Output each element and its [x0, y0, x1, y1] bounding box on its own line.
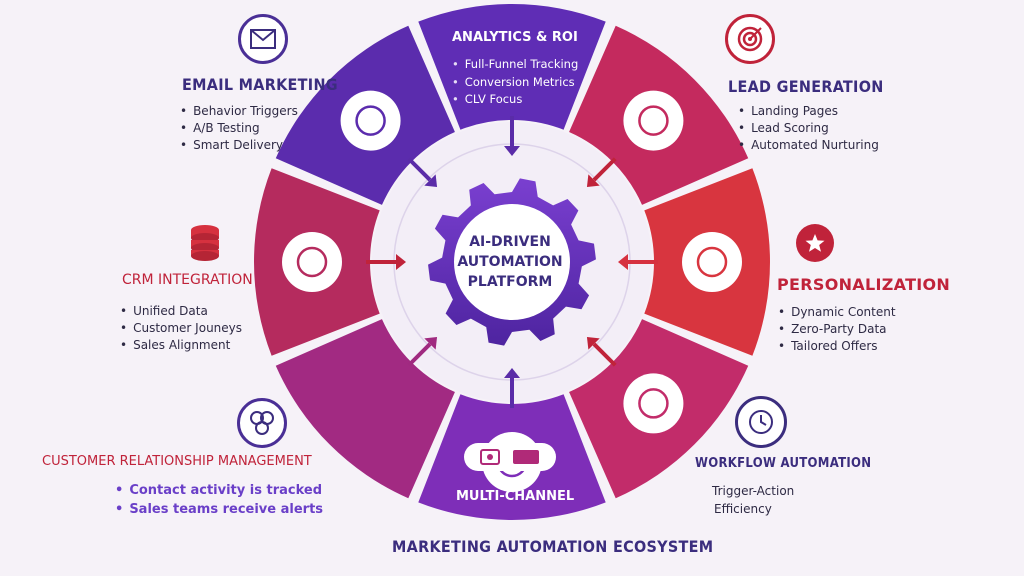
handshake-icon: [340, 90, 401, 151]
clock-icon: [735, 396, 787, 448]
crm-item: Unified Data: [120, 303, 242, 320]
analytics-title: ANALYTICS & ROI: [452, 30, 578, 45]
personalization-item: Zero-Party Data: [778, 321, 896, 338]
analytics-item: Full-Funnel Tracking: [452, 56, 578, 74]
personalization-title: PERSONALIZATION: [777, 275, 951, 294]
database-icon: [188, 224, 222, 262]
crm-list: Unified Data Customer Jouneys Sales Alig…: [120, 303, 242, 354]
people-group-icon: [282, 232, 342, 292]
arrow-head: [424, 174, 438, 188]
workflow-title: WORKFLOW AUTOMATION: [695, 456, 872, 471]
workflow-text: Trigger-Action Efficiency: [712, 482, 794, 518]
email-item: Smart Delivery: [180, 137, 298, 154]
center-platform-label: AI-DRIVEN AUTOMATION PLATFORM: [444, 232, 576, 292]
center-line-1: AI-DRIVEN: [469, 234, 551, 250]
lead-title: LEAD GENERATION: [728, 77, 884, 96]
icon-glyph: [638, 105, 669, 136]
arrow-head: [504, 146, 520, 156]
target-icon: [725, 14, 775, 64]
flow-arrow: [407, 342, 432, 367]
icon-glyph: [696, 246, 728, 278]
lead-item: Landing Pages: [738, 103, 879, 120]
flow-arrow: [592, 342, 617, 367]
email-title: EMAIL MARKETING: [182, 75, 338, 94]
user-star-icon: [623, 373, 684, 434]
crm-mgmt-item: Contact activity is tracked: [115, 481, 323, 500]
email-item: Behavior Triggers: [180, 103, 298, 120]
analytics-list: Full-Funnel Tracking Conversion Metrics …: [452, 56, 578, 109]
email-item: A/B Testing: [180, 120, 298, 137]
center-line-2: AUTOMATION: [457, 254, 563, 270]
crm-mgmt-item: Sales teams receive alerts: [115, 500, 323, 519]
crm-mgmt-title: CUSTOMER RELATIONSHIP MANAGEMENT: [42, 454, 312, 469]
email-inner-icon: [623, 90, 684, 151]
crm-item: Sales Alignment: [120, 337, 242, 354]
arrow-head: [504, 368, 520, 378]
email-list: Behavior Triggers A/B Testing Smart Deli…: [180, 103, 298, 154]
people-network-icon: [237, 398, 287, 448]
multichannel-title: MULTI-CHANNEL: [456, 489, 575, 504]
icon-glyph: [638, 388, 669, 419]
workflow-line: Trigger-Action: [712, 484, 795, 498]
arrow-head: [424, 336, 438, 350]
arrow-head: [618, 254, 628, 270]
envelope-icon: [238, 14, 288, 64]
arrow-head: [396, 254, 406, 270]
lead-list: Landing Pages Lead Scoring Automated Nur…: [738, 103, 879, 154]
crm-title: CRM INTEGRATION: [122, 272, 253, 288]
workflow-line: Efficiency: [714, 502, 772, 516]
footer-title: MARKETING AUTOMATION ECOSYSTEM: [392, 537, 714, 556]
icon-glyph: [296, 246, 328, 278]
analytics-item: Conversion Metrics: [452, 74, 578, 92]
gear-center: [454, 204, 570, 320]
crm-mgmt-list: Contact activity is tracked Sales teams …: [115, 481, 323, 519]
personalization-list: Dynamic Content Zero-Party Data Tailored…: [778, 304, 896, 355]
center-line-3: PLATFORM: [467, 274, 553, 290]
flow-arrow: [407, 157, 432, 182]
icon-glyph: [355, 105, 386, 136]
devices-icon: [463, 442, 557, 472]
lead-item: Automated Nurturing: [738, 137, 879, 154]
arrow-head: [586, 336, 600, 350]
flow-arrow: [592, 157, 617, 182]
personalization-item: Dynamic Content: [778, 304, 895, 321]
arrow-head: [586, 174, 600, 188]
star-badge-icon: [796, 224, 834, 262]
crm-item: Customer Jouneys: [120, 320, 242, 337]
clipboard-icon: [682, 232, 742, 292]
analytics-item: CLV Focus: [452, 91, 578, 109]
lead-item: Lead Scoring: [738, 120, 879, 137]
personalization-item: Tailored Offers: [778, 338, 896, 355]
